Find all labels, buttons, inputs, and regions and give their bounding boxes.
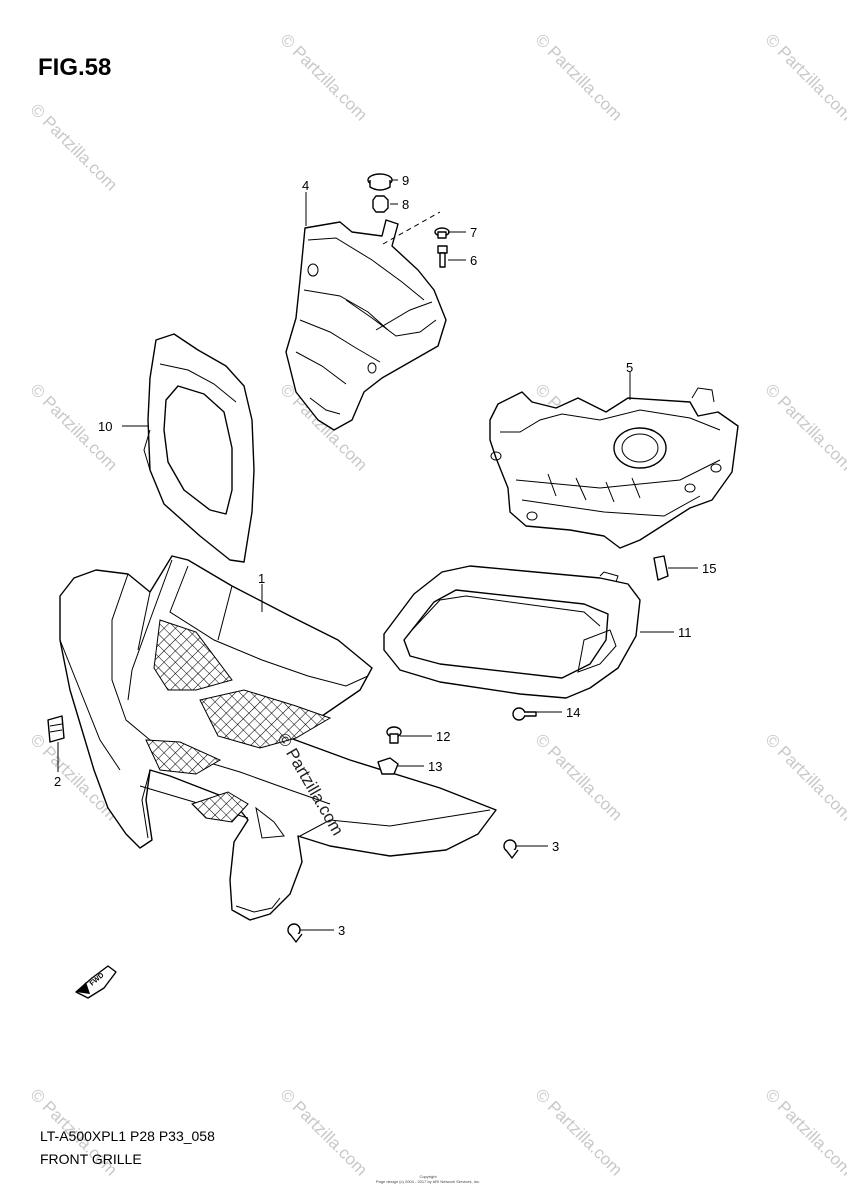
callout-labels: 1 2 3 3 4 5 6 7 8 9 10 11 12 13 14 15 bbox=[54, 173, 716, 938]
part-14-screw bbox=[512, 707, 537, 721]
callout-10: 10 bbox=[98, 419, 112, 434]
callout-3: 3 bbox=[552, 839, 559, 854]
part-8-nut bbox=[372, 195, 389, 213]
part-7-washer bbox=[434, 227, 450, 239]
callout-14: 14 bbox=[566, 705, 580, 720]
callout-13: 13 bbox=[428, 759, 442, 774]
callout-11: 11 bbox=[678, 625, 692, 640]
part-15-clip bbox=[653, 555, 669, 581]
callout-5: 5 bbox=[626, 360, 633, 375]
callout-2: 2 bbox=[54, 774, 61, 789]
callout-4: 4 bbox=[302, 178, 309, 193]
fwd-arrow-icon: FWD bbox=[75, 965, 117, 999]
copyright-notice: Copyright Page design (c) 2004 - 2017 by… bbox=[375, 1174, 481, 1184]
part-3-clip bbox=[503, 839, 519, 859]
part-2-emblem bbox=[47, 715, 65, 743]
part-12-bolt bbox=[386, 726, 402, 744]
part-5-lower-bracket bbox=[489, 387, 739, 549]
part-9-grommet bbox=[367, 173, 393, 191]
figure-title: FIG.58 bbox=[38, 54, 112, 81]
part-6-bolt bbox=[437, 245, 448, 268]
part-11-side-grille-panel bbox=[383, 565, 641, 699]
callout-6: 6 bbox=[470, 253, 477, 268]
callout-12: 12 bbox=[436, 729, 450, 744]
model-code: LT-A500XPL1 P28 P33_058 bbox=[40, 1128, 215, 1144]
callout-1: 1 bbox=[258, 571, 265, 586]
callout-15: 15 bbox=[702, 561, 716, 576]
leader-lines bbox=[57, 179, 698, 931]
part-3-clip bbox=[287, 923, 303, 943]
section-name: FRONT GRILLE bbox=[40, 1151, 142, 1167]
callout-9: 9 bbox=[402, 173, 409, 188]
callout-8: 8 bbox=[402, 197, 409, 212]
callout-7: 7 bbox=[470, 225, 477, 240]
part-4-headlight-housing bbox=[285, 211, 447, 431]
part-10-headlight-bezel bbox=[143, 333, 255, 563]
part-1-front-grille bbox=[59, 555, 497, 921]
callout-3: 3 bbox=[338, 923, 345, 938]
part-13-grommet bbox=[377, 757, 399, 775]
